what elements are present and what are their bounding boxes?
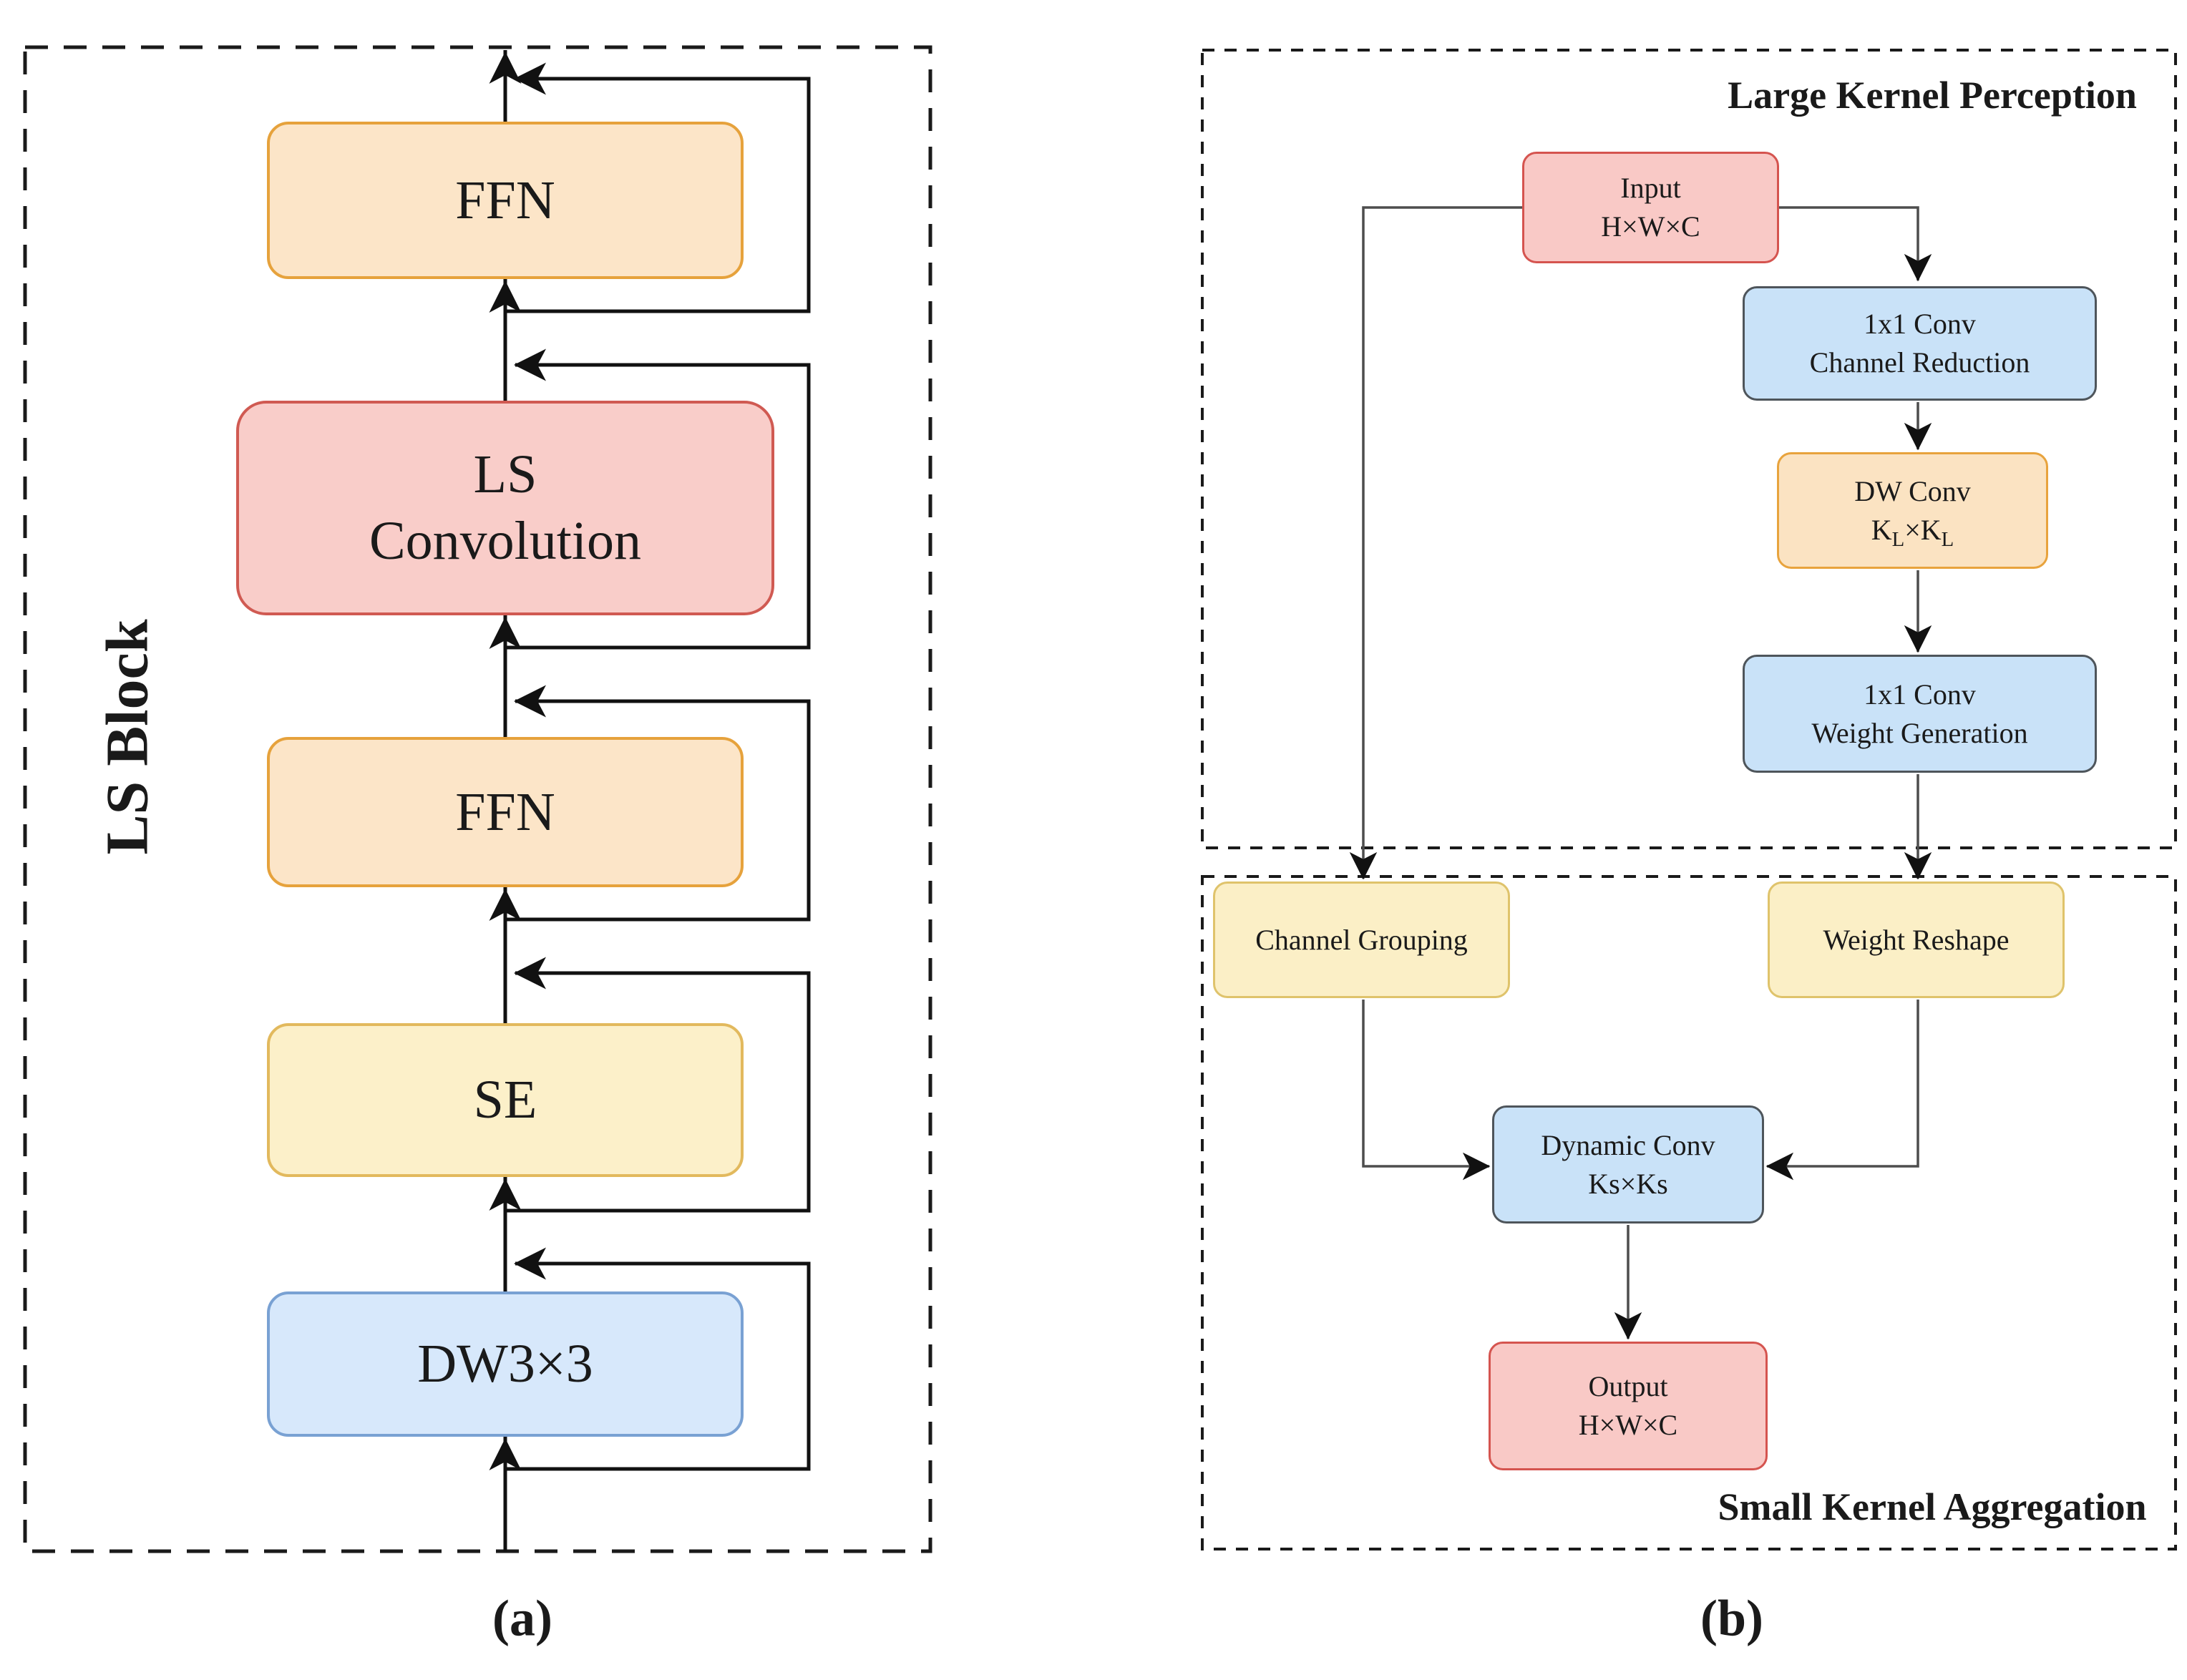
node-label: DW Conv: [1854, 474, 1971, 507]
node-label: Channel Grouping: [1255, 923, 1468, 956]
node-label: H×W×C: [1601, 210, 1700, 243]
caption-a: (a): [492, 1589, 552, 1647]
node-weight-reshape: Weight Reshape: [1768, 881, 2065, 998]
node-dw-conv-kl: DW Conv KL×KL: [1777, 452, 2048, 569]
large-kernel-perception-title: Large Kernel Perception: [1728, 74, 2137, 117]
node-label: 1x1 Conv: [1864, 678, 1976, 710]
node-label: LS: [473, 444, 537, 505]
node-label: Weight Reshape: [1823, 923, 2010, 956]
node-ffn-top: FFN: [267, 122, 744, 279]
node-label: Channel Reduction: [1809, 346, 2030, 379]
node-label: DW3×3: [417, 1334, 593, 1395]
node-1x1-conv-weight-generation: 1x1 Conv Weight Generation: [1743, 655, 2097, 773]
node-se: SE: [267, 1023, 744, 1177]
node-label: FFN: [455, 781, 555, 842]
node-ffn-middle: FFN: [267, 737, 744, 887]
caption-b: (b): [1700, 1589, 1763, 1647]
node-input: Input H×W×C: [1522, 152, 1779, 263]
node-ls-convolution: LS Convolution: [236, 401, 774, 615]
small-kernel-aggregation-title: Small Kernel Aggregation: [1718, 1485, 2147, 1528]
node-label: 1x1 Conv: [1864, 308, 1976, 340]
ls-block-label: LS Block: [94, 619, 161, 855]
node-label: Output: [1588, 1370, 1668, 1402]
panel-b-wires: [1349, 206, 1932, 1340]
node-label: Input: [1620, 172, 1681, 204]
node-label: H×W×C: [1578, 1409, 1678, 1441]
node-label: SE: [473, 1070, 537, 1130]
node-1x1-conv-channel-reduction: 1x1 Conv Channel Reduction: [1743, 286, 2097, 401]
node-output: Output H×W×C: [1489, 1342, 1768, 1470]
node-label: Dynamic Conv: [1541, 1128, 1715, 1161]
node-label: Ks×Ks: [1588, 1167, 1668, 1200]
node-label: FFN: [455, 170, 555, 230]
small-kernel-aggregation-dashed-border: [1201, 875, 2177, 1550]
node-label: Convolution: [369, 511, 642, 571]
node-channel-grouping: Channel Grouping: [1213, 881, 1510, 998]
node-label: KL×KL: [1871, 513, 1954, 551]
node-label: Weight Generation: [1811, 716, 2028, 749]
node-dynamic-conv: Dynamic Conv Ks×Ks: [1492, 1105, 1764, 1224]
ls-block-dashed-border: [23, 45, 932, 1553]
node-dw3x3: DW3×3: [267, 1291, 744, 1437]
